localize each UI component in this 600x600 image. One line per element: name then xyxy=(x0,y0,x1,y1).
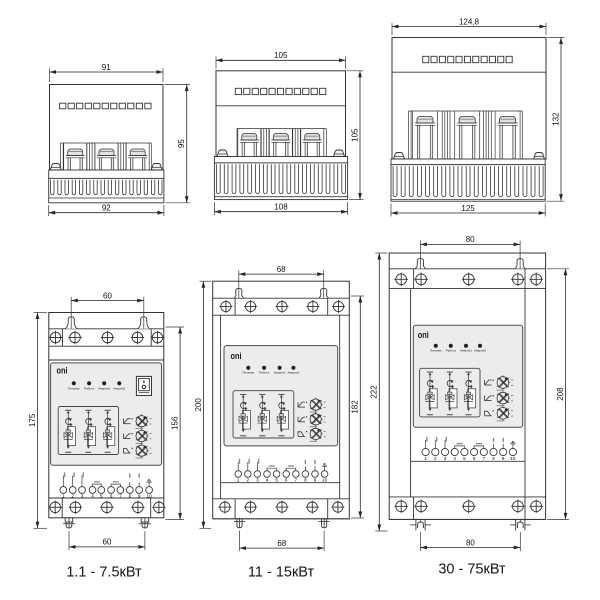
svg-text:8: 8 xyxy=(492,456,495,461)
svg-text:1: 1 xyxy=(424,456,427,461)
svg-text:108: 108 xyxy=(274,203,288,212)
svg-text:2: 2 xyxy=(71,494,74,499)
svg-text:Авария2: Авария2 xyxy=(474,349,486,353)
svg-text:Работа: Работа xyxy=(446,349,456,353)
svg-text:Авария1: Авария1 xyxy=(98,387,110,391)
svg-text:95: 95 xyxy=(177,139,186,148)
svg-text:2: 2 xyxy=(434,456,437,461)
svg-text:1.1 - 7.5кВт: 1.1 - 7.5кВт xyxy=(66,565,142,581)
svg-text:6: 6 xyxy=(473,456,476,461)
svg-text:4: 4 xyxy=(266,478,269,483)
svg-text:9: 9 xyxy=(314,478,317,483)
svg-text:9: 9 xyxy=(138,494,141,499)
svg-text:91: 91 xyxy=(102,63,111,72)
svg-text:105: 105 xyxy=(274,51,288,60)
svg-text:3: 3 xyxy=(444,456,447,461)
svg-text:Авария1: Авария1 xyxy=(460,349,472,353)
svg-text:68: 68 xyxy=(277,539,286,548)
svg-text:11 - 15кВт: 11 - 15кВт xyxy=(248,565,315,581)
svg-text:7: 7 xyxy=(483,456,486,461)
svg-text:175: 175 xyxy=(28,413,37,427)
svg-text:5: 5 xyxy=(463,456,466,461)
svg-text:5: 5 xyxy=(275,478,278,483)
svg-text:3: 3 xyxy=(256,478,259,483)
svg-text:Авария2: Авария2 xyxy=(113,387,125,391)
svg-text:60: 60 xyxy=(103,538,112,547)
svg-text:208: 208 xyxy=(556,387,565,401)
svg-text:1: 1 xyxy=(62,494,65,499)
svg-text:68: 68 xyxy=(277,265,286,274)
svg-text:4: 4 xyxy=(453,456,456,461)
svg-text:124,8: 124,8 xyxy=(459,17,480,26)
svg-text:80: 80 xyxy=(466,538,475,547)
svg-text:9: 9 xyxy=(502,456,505,461)
svg-text:156: 156 xyxy=(171,416,180,430)
svg-text:6: 6 xyxy=(285,478,288,483)
svg-text:oni: oni xyxy=(231,351,242,361)
svg-text:10: 10 xyxy=(147,494,153,499)
svg-text:Авария1: Авария1 xyxy=(274,371,286,375)
svg-text:6: 6 xyxy=(110,494,113,499)
svg-text:80: 80 xyxy=(466,235,475,244)
svg-text:2: 2 xyxy=(247,478,250,483)
svg-text:10: 10 xyxy=(322,478,328,483)
svg-text:60: 60 xyxy=(103,291,112,300)
svg-text:Питание: Питание xyxy=(242,371,254,375)
svg-text:182: 182 xyxy=(351,400,360,414)
svg-text:125: 125 xyxy=(461,204,475,213)
svg-text:132: 132 xyxy=(551,112,560,126)
svg-text:5: 5 xyxy=(100,494,103,499)
svg-text:105: 105 xyxy=(350,128,359,142)
svg-text:oni: oni xyxy=(418,330,429,340)
svg-text:222: 222 xyxy=(370,385,379,399)
svg-text:92: 92 xyxy=(102,204,111,213)
svg-text:4: 4 xyxy=(91,494,94,499)
svg-text:Работа: Работа xyxy=(84,387,94,391)
svg-text:10: 10 xyxy=(510,456,516,461)
svg-text:30 - 75кВт: 30 - 75кВт xyxy=(438,562,506,578)
svg-text:8: 8 xyxy=(304,478,307,483)
svg-text:8: 8 xyxy=(129,494,132,499)
svg-text:3: 3 xyxy=(81,494,84,499)
svg-text:200: 200 xyxy=(194,398,203,412)
svg-text:oni: oni xyxy=(57,366,68,376)
svg-text:Работа: Работа xyxy=(259,371,269,375)
svg-text:1: 1 xyxy=(237,478,240,483)
svg-text:Питание: Питание xyxy=(68,387,80,391)
svg-text:7: 7 xyxy=(295,478,298,483)
svg-text:7: 7 xyxy=(119,494,122,499)
svg-text:Питание: Питание xyxy=(430,349,442,353)
svg-text:Авария2: Авария2 xyxy=(287,371,299,375)
